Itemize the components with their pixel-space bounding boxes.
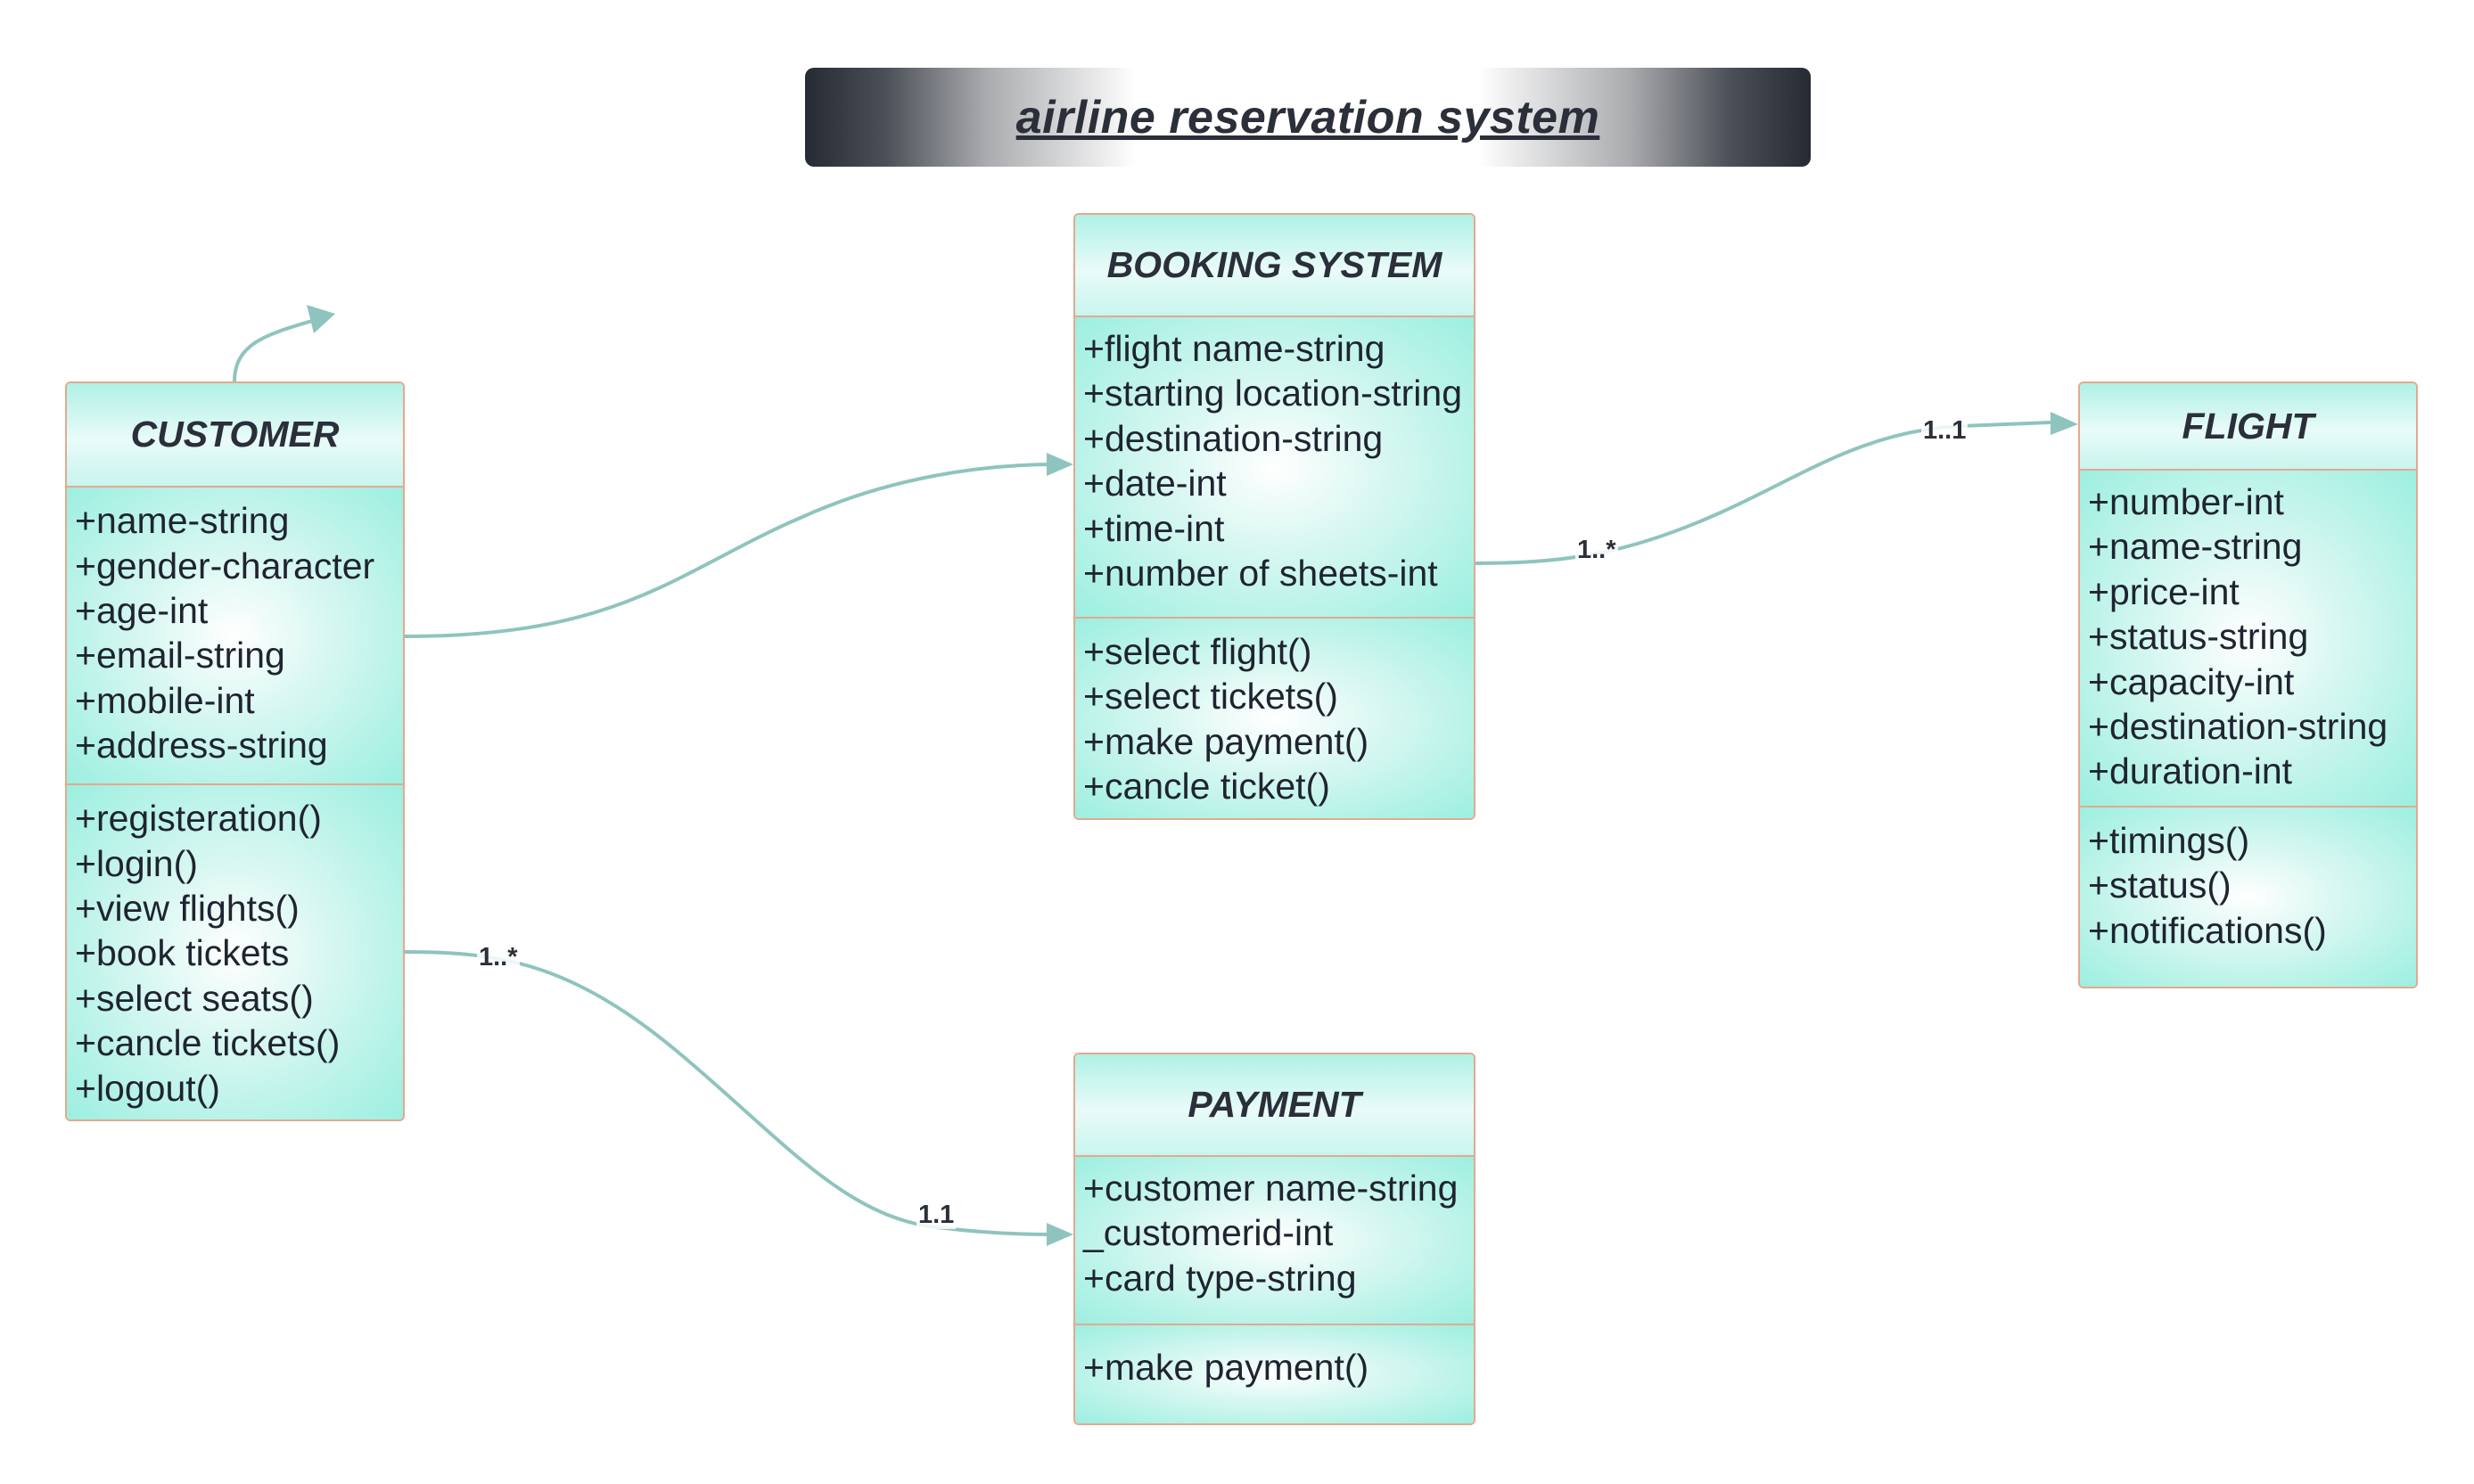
operation-row: +notifications() [2088,909,2327,951]
class-booking-system-name: BOOKING SYSTEM [1106,244,1442,285]
operation-row: +status() [2088,865,2232,906]
diagram-title-banner: airline reservation system [805,68,1811,167]
attribute-row: +time-int [1083,507,1225,549]
attribute-row: +customer name-string [1083,1168,1459,1209]
class-payment-header: PAYMENT [1075,1054,1474,1155]
attribute-row: +destination-string [1083,417,1384,459]
attribute-row: +capacity-int [2088,660,2295,702]
customer-booking-arrowhead [1047,453,1073,476]
attribute-row: +date-int [1083,463,1227,504]
class-flight-attributes: +number-int +name-string +price-int +sta… [2080,469,2416,806]
attribute-row: +status-string [2088,616,2309,658]
class-booking-system[interactable]: BOOKING SYSTEM +flight name-string +star… [1073,213,1475,820]
class-customer-attributes: +name-string +gender-character +age-int … [67,486,403,784]
class-flight-header: FLIGHT [2080,383,2416,469]
attribute-row: +flight name-string [1083,328,1385,369]
operation-row: +logout() [75,1067,220,1109]
class-booking-system-header: BOOKING SYSTEM [1075,215,1474,316]
class-flight-name: FLIGHT [2182,405,2314,447]
attribute-row: +duration-int [2088,750,2293,792]
operation-row: +cancle tickets() [75,1022,341,1064]
multiplicity-payment-side: 1.1 [916,1201,957,1229]
operation-row: +login() [75,842,198,884]
multiplicity-flight-side: 1..1 [1921,416,1969,445]
operation-row: +select seats() [75,977,314,1019]
class-flight[interactable]: FLIGHT +number-int +name-string +price-i… [2078,381,2418,988]
class-booking-system-attributes: +flight name-string +starting location-s… [1075,316,1474,617]
class-payment-name: PAYMENT [1188,1084,1361,1125]
customer-stub-arrowhead [307,305,335,333]
class-customer[interactable]: CUSTOMER +name-string +gender-character … [65,381,405,1121]
class-payment-operations: +make payment() [1075,1324,1474,1423]
attribute-row: +gender-character [75,545,375,586]
class-payment[interactable]: PAYMENT +customer name-string _customeri… [1073,1053,1475,1425]
attribute-row: +number of sheets-int [1083,553,1438,594]
attribute-row: +number-int [2088,481,2284,522]
attribute-row: +address-string [75,725,328,767]
attribute-row: +email-string [75,635,285,676]
operation-row: +select flight() [1083,631,1312,672]
class-payment-attributes: +customer name-string _customerid-int +c… [1075,1155,1474,1324]
customer-stub-connector[interactable] [233,319,313,382]
customer-payment-arrowhead [1047,1223,1073,1246]
class-customer-name: CUSTOMER [130,414,340,455]
class-customer-operations: +registeration() +login() +view flights(… [67,783,403,1119]
operation-row: +make payment() [1083,720,1369,762]
booking-flight-arrowhead [2051,412,2078,435]
attribute-row: +starting location-string [1083,373,1463,414]
attribute-row: +destination-string [2088,706,2388,748]
attribute-row: +mobile-int [75,679,255,721]
attribute-row: _customerid-int [1083,1212,1334,1254]
diagram-title: airline reservation system [1015,91,1600,143]
operation-row: +select tickets() [1083,676,1338,717]
operation-row: +view flights() [75,887,300,929]
class-flight-operations: +timings() +status() +notifications() [2080,806,2416,987]
booking-flight-connector[interactable] [1475,421,2051,565]
operation-row: +registeration() [75,798,322,840]
attribute-row: +name-string [75,500,290,542]
operation-row: +book tickets [75,932,290,974]
attribute-row: +price-int [2088,570,2240,612]
class-customer-header: CUSTOMER [67,383,403,487]
customer-payment-connector[interactable] [404,950,1053,1236]
attribute-row: +age-int [75,590,209,632]
attribute-row: +name-string [2088,526,2303,568]
customer-booking-connector[interactable] [404,463,1051,638]
multiplicity-customer-side: 1..* [477,943,520,972]
operation-row: +timings() [2088,820,2250,861]
operation-row: +cancle ticket() [1083,766,1330,808]
operation-row: +make payment() [1083,1347,1369,1388]
class-booking-system-operations: +select flight() +select tickets() +make… [1075,617,1474,818]
multiplicity-booking-side: 1..* [1575,536,1618,564]
attribute-row: +card type-string [1083,1257,1357,1299]
